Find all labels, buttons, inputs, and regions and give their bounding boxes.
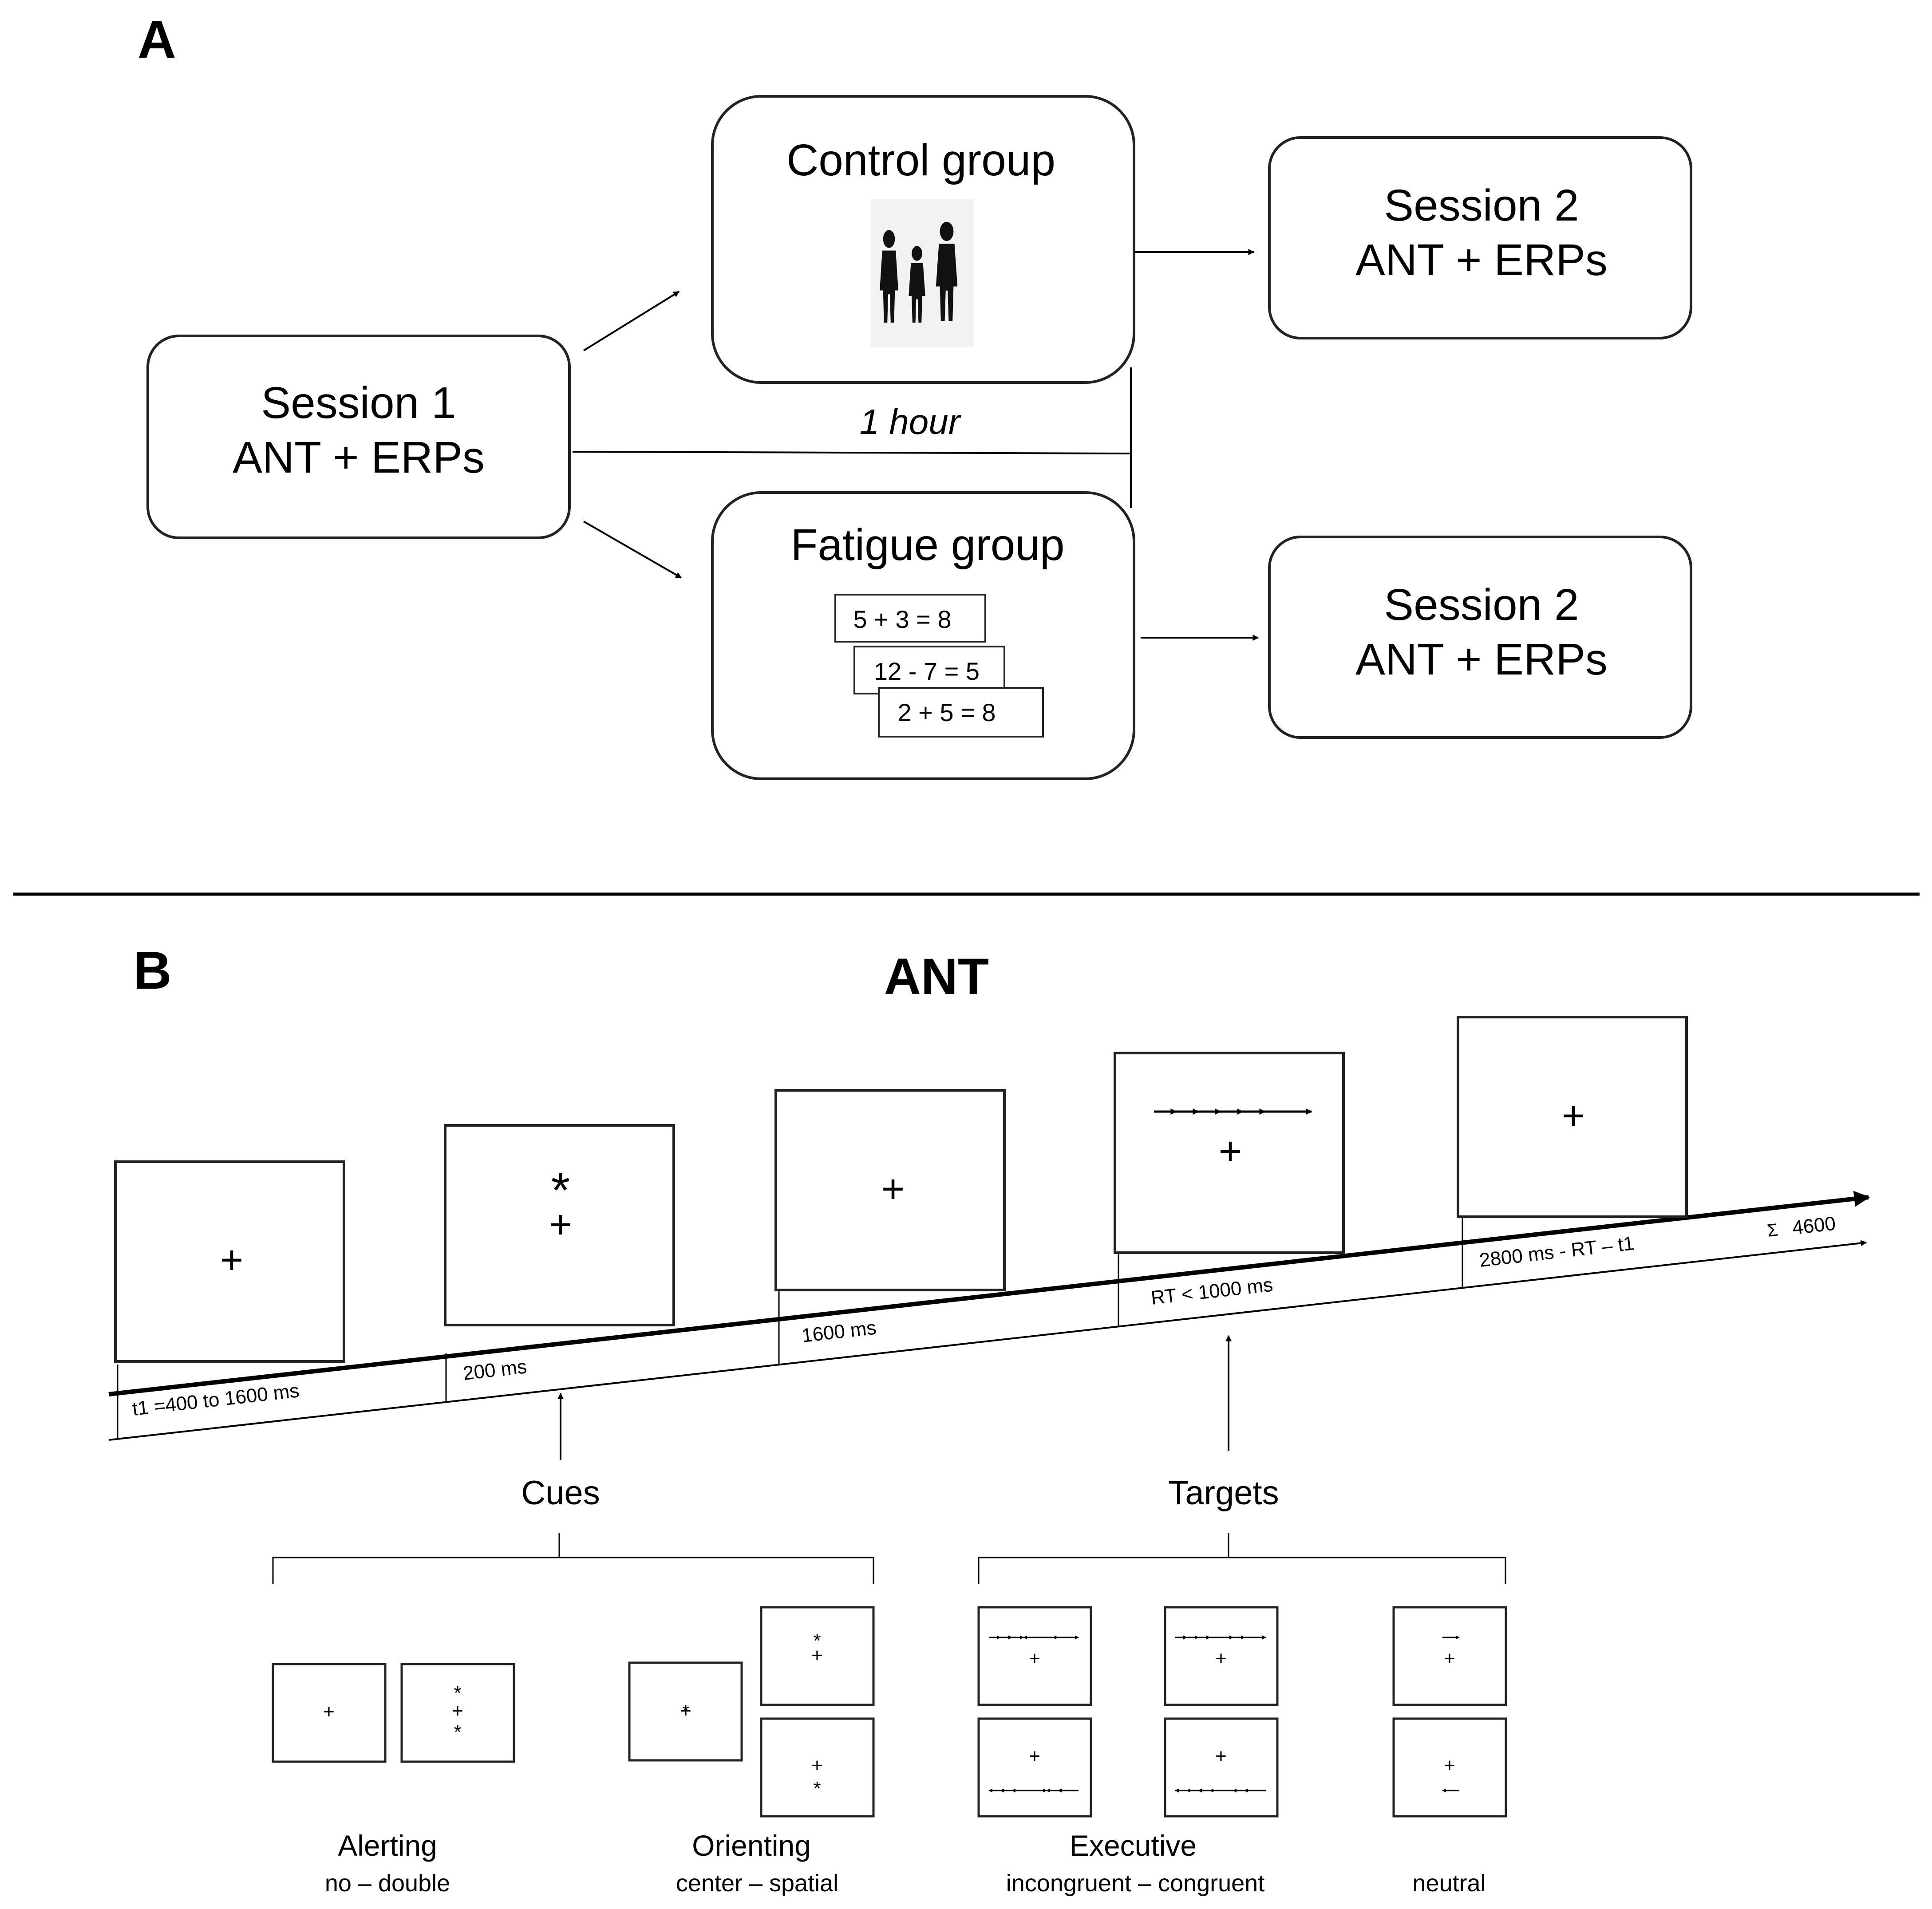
neutral-down-screen: + (1392, 1717, 1507, 1818)
session2-top-line1: Session 2 (1384, 181, 1579, 230)
panel-a-label: A (138, 10, 176, 69)
alerting-double-top-asterisk: * (454, 1682, 461, 1704)
alerting-no-cross: + (323, 1701, 335, 1723)
fatigue-group-box: Fatigue group 5 + 3 = 8 12 - 7 = 5 2 + 5… (711, 491, 1135, 780)
screen-soa: + (774, 1089, 1006, 1291)
condition-executive-sub: incongruent – congruent (1006, 1870, 1264, 1897)
incongruent-down-cross: + (1029, 1745, 1040, 1767)
duration-label: 1 hour (860, 402, 962, 442)
math-card-3: 2 + 5 = 8 (878, 687, 1044, 738)
targets-label: Targets (1168, 1474, 1279, 1512)
target-fixation-cross: + (1219, 1129, 1242, 1174)
cues-label: Cues (521, 1474, 600, 1512)
screen-post-target: + (1457, 1016, 1688, 1218)
screen-cue: * + (444, 1124, 675, 1326)
alerting-no-cue-screen: + (272, 1663, 387, 1763)
interval-label-t1: t1 =400 to 1600 ms (131, 1380, 300, 1420)
math-card-2-text: 12 - 7 = 5 (874, 657, 980, 685)
condition-alerting-name: Alerting (338, 1829, 437, 1862)
total-duration-value: 4600 (1791, 1212, 1837, 1239)
panel-b-label: B (133, 941, 172, 1000)
alerting-double-bottom-asterisk: * (454, 1721, 461, 1743)
neutral-down-cross: + (1444, 1755, 1455, 1776)
interval-label-soa: 1600 ms (801, 1317, 877, 1347)
interval-label-target: RT < 1000 ms (1150, 1274, 1274, 1309)
session2-top-box: Session 2 ANT + ERPs (1268, 136, 1692, 339)
orienting-up-cross: + (811, 1645, 823, 1666)
orienting-up-asterisk: * (813, 1630, 821, 1652)
math-card-2: 12 - 7 = 5 (853, 646, 1005, 694)
session2-bottom-line1: Session 2 (1384, 580, 1579, 630)
post-fixation-cross: + (1562, 1094, 1585, 1138)
alerting-double-cue-screen: * + * (400, 1663, 515, 1763)
condition-alerting-sub: no – double (325, 1870, 450, 1897)
condition-executive-name: Executive (1070, 1829, 1197, 1862)
control-group-title: Control group (786, 135, 1055, 185)
alerting-double-cross: + (452, 1700, 463, 1722)
session1-box: Session 1 ANT + ERPs (146, 335, 571, 539)
ant-title: ANT (884, 948, 989, 1005)
soa-fixation-cross: + (881, 1167, 905, 1211)
arrow-session1-to-fatigue (583, 521, 682, 579)
interval-label-cue: 200 ms (462, 1356, 528, 1384)
session1-line1: Session 1 (261, 378, 456, 428)
fatigue-group-title: Fatigue group (790, 520, 1064, 570)
people-silhouette-icon (871, 199, 974, 347)
math-card-1: 5 + 3 = 8 (834, 594, 986, 643)
session2-bottom-box: Session 2 ANT + ERPs (1268, 536, 1692, 739)
orienting-spatial-up-screen: * + (760, 1606, 875, 1706)
congruent-up-cross: + (1215, 1648, 1227, 1669)
math-card-1-text: 5 + 3 = 8 (853, 605, 951, 633)
cue-fixation-cross: + (549, 1203, 573, 1247)
condition-orienting-sub: center – spatial (676, 1870, 838, 1897)
arrow-session1-to-control (583, 291, 680, 351)
session1-line2: ANT + ERPs (233, 433, 485, 482)
neutral-up-screen: + (1392, 1606, 1507, 1706)
condition-orienting-name: Orienting (692, 1829, 811, 1862)
math-card-3-text: 2 + 5 = 8 (897, 698, 996, 726)
orienting-center-asterisk: * (682, 1702, 689, 1721)
cues-bracket (272, 1533, 874, 1584)
panel-a-connectors (572, 249, 1259, 641)
condition-neutral-sub: neutral (1412, 1870, 1486, 1897)
orienting-center-cue-screen: + * (628, 1661, 743, 1762)
incongruent-up-cross: + (1029, 1648, 1040, 1669)
screen-target: + (1114, 1052, 1345, 1254)
congruent-down-cross: + (1215, 1745, 1227, 1767)
orienting-center-cross: + (680, 1700, 691, 1722)
targets-bracket (978, 1533, 1506, 1584)
session2-top-line2: ANT + ERPs (1355, 235, 1608, 285)
incongruent-up-screen: + (977, 1606, 1092, 1706)
fixation-cross: + (220, 1238, 244, 1282)
orienting-down-asterisk: * (813, 1778, 821, 1799)
timeline-main-arrow (108, 1191, 1870, 1396)
total-sum-symbol: Σ (1766, 1220, 1779, 1240)
control-group-box: Control group (711, 95, 1135, 384)
orienting-spatial-down-screen: + * (760, 1717, 875, 1818)
session2-bottom-line2: ANT + ERPs (1355, 635, 1608, 684)
screen-fixation: + (114, 1160, 345, 1363)
timeline-sub-arrow (108, 1240, 1867, 1441)
congruent-up-screen: + (1164, 1606, 1279, 1706)
cue-asterisk: * (551, 1163, 570, 1218)
orienting-down-cross: + (811, 1755, 823, 1776)
incongruent-down-screen: + (977, 1717, 1092, 1818)
congruent-down-screen: + (1164, 1717, 1279, 1818)
neutral-up-cross: + (1444, 1648, 1455, 1669)
duration-horizontal-line (572, 451, 1131, 454)
